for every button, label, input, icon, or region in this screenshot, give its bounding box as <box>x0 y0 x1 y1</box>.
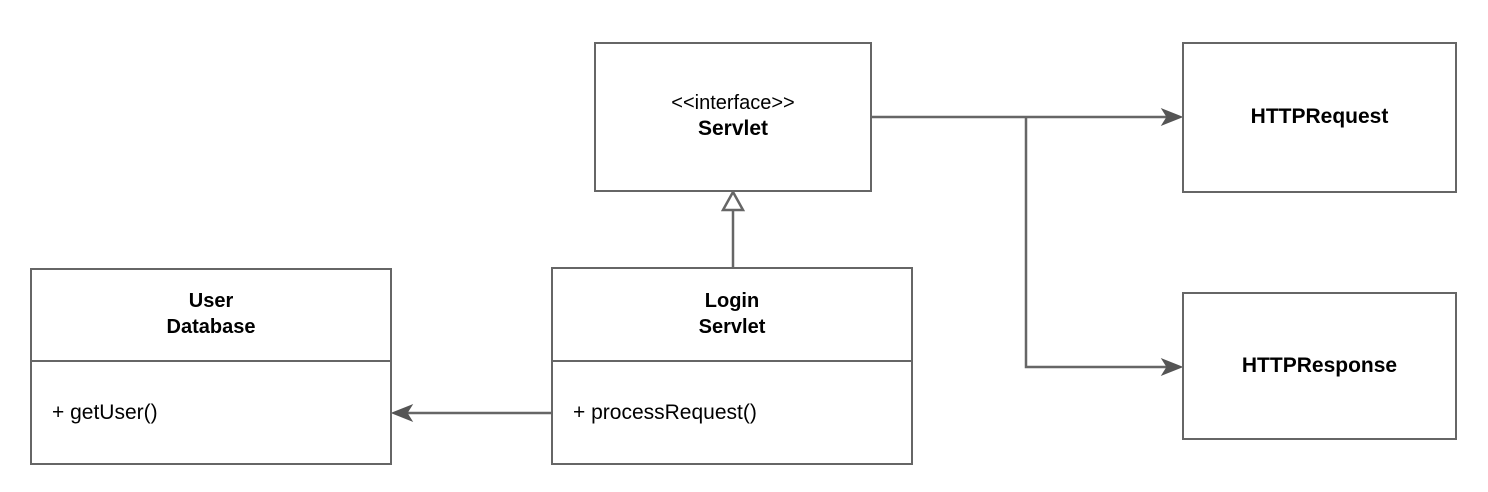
user-database-name-line-2: Database <box>166 316 256 338</box>
login-servlet-name-line-1: Login <box>704 289 760 312</box>
association-servlet-httpresponse <box>1024 117 1184 377</box>
login-servlet-members-compartment: + processRequest() <box>553 362 911 463</box>
association-line <box>1024 117 1172 369</box>
class-box-httprequest[interactable]: HTTPRequest <box>1182 42 1457 193</box>
association-servlet-httprequest <box>872 107 1184 127</box>
hollow-triangle-arrowhead <box>720 189 746 212</box>
servlet-stereotype: <<interface>> <box>671 92 795 115</box>
user-database-name-compartment: User Database <box>32 270 390 362</box>
login-servlet-method-process-request: + processRequest() <box>573 400 757 424</box>
user-database-method-get-user: + getUser() <box>52 400 158 424</box>
class-box-servlet[interactable]: <<interface>> Servlet <box>594 42 872 192</box>
user-database-name-line-1: User <box>188 290 234 313</box>
class-box-login-servlet[interactable]: Login Servlet + processRequest() <box>551 267 913 465</box>
httprequest-type-name: HTTPRequest <box>1250 105 1389 129</box>
class-box-user-database[interactable]: User Database + getUser() <box>30 268 392 465</box>
user-database-members-compartment: + getUser() <box>32 362 390 463</box>
open-arrowhead <box>390 403 414 423</box>
class-box-httpresponse[interactable]: HTTPResponse <box>1182 292 1457 440</box>
association-loginservlet-userdatabase <box>390 403 551 423</box>
httpresponse-type-name: HTTPResponse <box>1241 353 1398 377</box>
servlet-type-name: Servlet <box>697 117 769 141</box>
generalization-loginservlet-servlet <box>720 189 746 267</box>
open-arrowhead <box>1160 357 1184 377</box>
login-servlet-name-compartment: Login Servlet <box>553 269 911 362</box>
open-arrowhead <box>1160 107 1184 127</box>
login-servlet-name-line-2: Servlet <box>698 315 766 338</box>
